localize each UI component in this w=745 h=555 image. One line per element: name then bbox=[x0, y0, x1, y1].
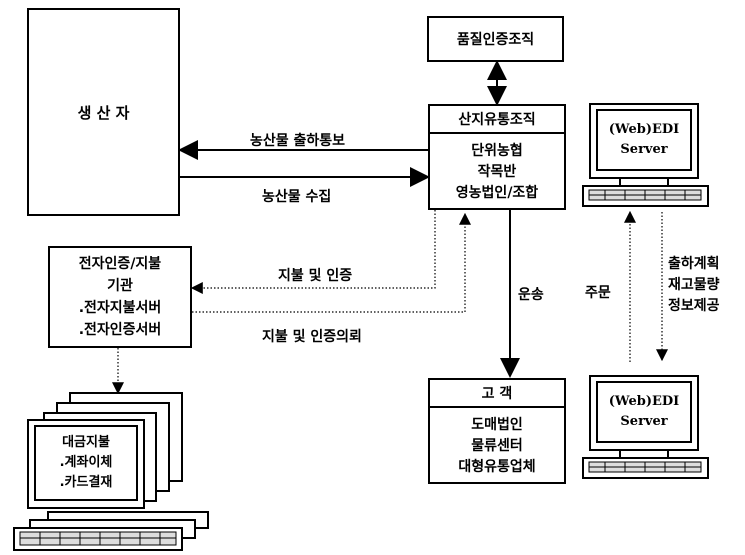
pay-auth-label: 지불 및 인증 bbox=[278, 268, 353, 284]
edi-bottom-computer bbox=[582, 375, 709, 479]
plan-line-2: 재고물량 bbox=[668, 277, 720, 293]
customer-line-3: 대형유통업체 bbox=[458, 458, 536, 475]
producer-box: 생 산 자 bbox=[27, 8, 180, 216]
order-label: 주문 bbox=[585, 285, 611, 301]
pay-auth-request-arrow bbox=[192, 212, 471, 313]
payment-line-1: 전자인증/지불 bbox=[78, 256, 162, 272]
edi-top-screen: (Web)EDI Server bbox=[599, 112, 689, 168]
pay-auth-arrow bbox=[190, 210, 436, 294]
quality-box: 품질인증조직 bbox=[427, 16, 564, 62]
edi-bottom-line-1: (Web)EDI bbox=[608, 394, 680, 409]
origin-title: 산지유통조직 bbox=[430, 106, 564, 134]
producer-label: 생 산 자 bbox=[77, 103, 130, 122]
plan-line-1: 출하계획 bbox=[668, 256, 720, 272]
pay-auth-request-label: 지불 및 인증의뢰 bbox=[262, 329, 362, 345]
edi-bottom-screen: (Web)EDI Server bbox=[599, 384, 689, 440]
origin-line-1: 단위농협 bbox=[471, 142, 523, 159]
customer-title: 고 객 bbox=[430, 380, 564, 408]
origin-line-2: 작목반 bbox=[477, 163, 517, 180]
customer-box: 고 객 도매법인 물류센터 대형유통업체 bbox=[428, 378, 566, 484]
collection-label: 농산물 수집 bbox=[262, 189, 332, 205]
terminal-line-3: .카드결재 bbox=[59, 475, 113, 490]
edi-bottom-line-2: Server bbox=[620, 414, 668, 429]
plan-label: 출하계획 재고물량 정보제공 bbox=[668, 254, 720, 317]
payment-line-4: .전자인증서버 bbox=[78, 322, 162, 338]
shipment-notice-label: 농산물 출하통보 bbox=[250, 133, 346, 149]
terminal-line-2: .계좌이체 bbox=[59, 455, 113, 470]
quality-label: 품질인증조직 bbox=[456, 32, 535, 48]
payment-box: 전자인증/지불 기관 .전자지불서버 .전자인증서버 bbox=[48, 246, 192, 348]
customer-line-1: 도매법인 bbox=[471, 416, 523, 433]
edi-top-line-1: (Web)EDI bbox=[608, 122, 680, 137]
edi-top-computer bbox=[582, 103, 709, 207]
terminal-screen: 대금지불 .계좌이체 .카드결재 bbox=[37, 428, 135, 498]
edi-top-line-2: Server bbox=[620, 142, 668, 157]
customer-line-2: 물류센터 bbox=[471, 437, 523, 454]
origin-line-3: 영농법인/조합 bbox=[455, 184, 539, 201]
terminal-line-1: 대금지불 bbox=[62, 435, 110, 450]
terminal-stack bbox=[13, 392, 209, 551]
transport-label: 운송 bbox=[518, 287, 544, 303]
payment-line-2: 기관 bbox=[107, 278, 133, 294]
origin-box: 산지유통조직 단위농협 작목반 영농법인/조합 bbox=[428, 104, 566, 210]
plan-line-3: 정보제공 bbox=[668, 298, 720, 314]
payment-line-3: .전자지불서버 bbox=[78, 300, 162, 316]
